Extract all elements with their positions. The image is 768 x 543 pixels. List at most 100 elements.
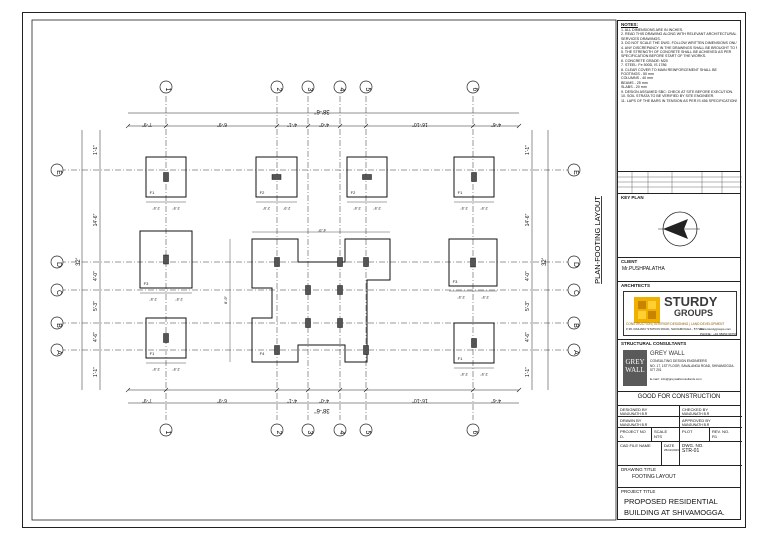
grid-number-top: 5 [364,88,371,92]
dim-bottom-segment: 4'-0" [319,397,329,403]
grid-bubble-right [567,283,581,297]
column [471,172,477,182]
footing-dim-text: 2'-5" [152,367,160,371]
cad-cell: CAD FILE NAME [618,442,662,466]
footing-dim-text: 2'-9" [481,295,489,299]
dim-tick [125,387,131,393]
note-item: 5. THE STRENGTH OF CONCRETE SHALL BE ACH… [621,50,732,55]
sc-logo-line2: WALL [625,366,645,374]
note-item: 4. ANY DISCREPANCY IN THE DRAWINGS SHALL… [621,45,737,50]
arch-address: # 38, RAILWAY STATION ROAD, SHIVAMOGGA -… [626,327,704,331]
dim-top-segment: 6'-9" [217,121,227,127]
grid-number-top: 4 [338,88,345,92]
footing-dim-text: 2'-5" [457,295,465,299]
column [337,257,343,267]
column [362,174,372,180]
grid-number-top: 2 [275,88,282,92]
dim-left-segment: 14'-6" [93,213,99,226]
dim-top-segment: 4'-0" [319,121,329,127]
column [163,333,169,343]
dim-tick [363,387,369,393]
dim-top-segment: 4'-6" [491,121,501,127]
rev-label: REV. NO. [712,429,730,434]
drawing-title-section: DRAWING TITLE FOOTING LAYOUT [618,465,740,487]
designed-by: MANJUNATH B.R [620,412,648,416]
dim-overall-right: 32' [542,258,548,266]
grid-bubble-top [301,80,315,94]
grid-letter-right: A [572,350,579,355]
dim-left-segment: 1'-1" [93,367,99,377]
footing-outline [145,317,187,359]
cad-label: CAD FILE NAME [620,443,651,448]
client-name: Mr.PUSHPALATHA [622,266,665,272]
dim-right-segment: 4'-0" [525,271,531,281]
footing-dim-text: 2'-5" [149,297,157,301]
arch-web: www.sturdygroups.com [700,327,732,331]
footing-dim-text: 2'-5" [460,206,468,210]
structural-section: STRUCTURAL CONSULTANTS GREY WALL GREY WA… [618,339,740,391]
grid-letter-left: A [55,350,62,355]
footing-label: F1 [150,190,155,195]
arch-phone: PHONE : +91 98453 99760 [700,332,737,336]
column [274,257,280,267]
plot-cell: PLOT [680,428,710,442]
sc-name: GREY WALL [650,351,685,357]
note-item: 3. DO NOT SCALE THE DWG. FOLLOW WRITTEN … [621,41,737,46]
note-item: 11. LAPS OF THE BARS IN TENSION AS PER I… [621,98,737,103]
dim-tick [470,387,476,393]
architect-logo: STURDY GROUPS CONSTRUCTION | INTERIOR DE… [623,291,737,336]
client-section: CLIENT Mr.PUSHPALATHA [618,257,740,281]
grid-number-bottom: 6 [471,431,478,435]
checked-by-label: CHECKED BY [682,407,709,412]
grid-bubble-top [159,80,173,94]
grid-bubble-right [567,343,581,357]
footing-label: F2 [260,190,265,195]
footing-outline [139,230,193,289]
dim-tick [305,387,311,393]
note-item: 2. READ THIS DRAWING ALONG WITH RELEVANT… [621,32,737,37]
sturdy-logo-icon [634,297,660,323]
dim-bottom-segment: 7'-9" [142,397,152,403]
grid-bubble-bottom [466,423,480,437]
grid-bubble-bottom [270,423,284,437]
sc-logo-line1: GREY [625,358,645,366]
grid-number-bottom: 2 [275,431,282,435]
grid-number-bottom: 1 [164,431,171,435]
grid-bubble-right [567,255,581,269]
project-title-section: PROJECT TITLE PROPOSED RESIDENTIAL BUILD… [618,487,740,521]
dim-left-segment: 5'-3" [93,301,99,311]
dim-tick [163,123,169,129]
footing-label: F1 [458,356,463,361]
grid-bubble-left [50,343,64,357]
inner-border [31,19,617,521]
checked-by: MANJUNATH B.R [682,412,710,416]
footing-dim-text: 2'-9" [172,206,180,210]
side-title: PLAN-FOOTING LAYOUT [593,196,602,284]
note-item: BEAMS - 25 mm [621,80,648,85]
footing-outline [453,156,495,198]
key-plan-label: KEY PLAN [621,195,644,200]
project-no: D- [620,434,625,439]
signoff-grid: DESIGNED BY MANJUNATH B.R CHECKED BY MAN… [618,405,742,466]
dim-tick [305,123,311,129]
arch-logo-line2: GROUPS [674,308,714,318]
grid-bubble-left [50,163,64,177]
dim-tick [363,123,369,129]
grid-letter-right: D [572,262,579,267]
structural-label: STRUCTURAL CONSULTANTS [621,341,687,346]
project-no-cell: PROJECT NO D- [618,428,652,442]
approved-by-cell: APPROVED BY MANJUNATH B.R [680,417,742,428]
footing-dim-text: 2'-5" [460,372,468,376]
grid-bubble-top [359,80,373,94]
drawn-by: MANJUNATH B.R [620,423,648,427]
note-item: 7. STEEL: Fe 500D, IS 1786 [621,63,667,68]
dim-overall-top: 38'-6" [314,108,329,114]
column [337,318,343,328]
designed-by-cell: DESIGNED BY MANJUNATH B.R [618,406,680,417]
grid-letter-left: C [55,290,62,295]
date-cell: DATE 25/11/2023 [662,442,680,466]
grid-bubble-bottom [159,423,173,437]
grid-letter-left: D [55,262,62,267]
notes-header: NOTES: [621,22,639,27]
combined-dim-text: 4'-9" [317,228,326,233]
